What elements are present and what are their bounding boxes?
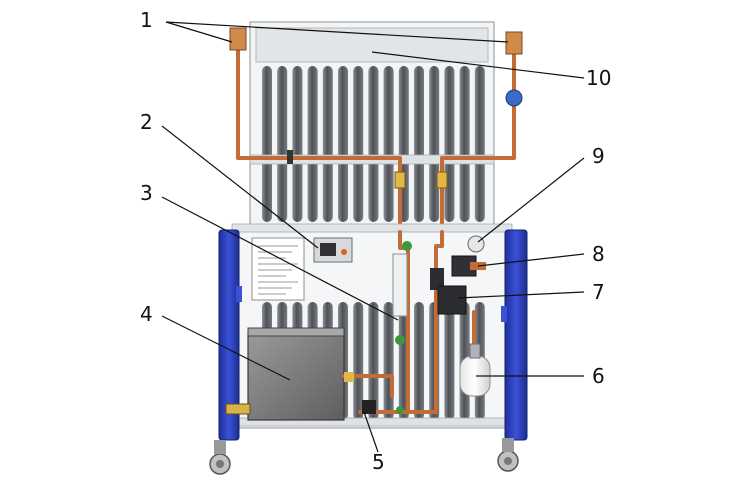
controller-led <box>341 249 347 255</box>
green-indicator-bottom <box>396 406 404 414</box>
leader-4 <box>161 315 291 381</box>
collector-tube <box>368 66 379 222</box>
leader-10 <box>371 51 585 79</box>
leader-9 <box>477 157 585 243</box>
leader-8 <box>477 253 585 267</box>
leader-lines <box>161 21 585 453</box>
right-blue-frame <box>504 229 528 441</box>
valve-left-top <box>229 27 247 51</box>
callout-7: 7 <box>592 280 605 304</box>
green-indicator-lower <box>395 335 405 345</box>
sensor-clip <box>287 150 293 164</box>
mixing-valve <box>344 372 354 382</box>
leader-7 <box>457 291 585 299</box>
heat-exchanger-block <box>225 327 345 421</box>
wheel-right-hub <box>504 457 512 465</box>
right-frame-bracket <box>501 306 507 322</box>
collector-tube <box>444 66 455 222</box>
valve-mid-right <box>436 171 448 189</box>
flow-meter <box>505 89 523 107</box>
cabinet-tube <box>383 302 394 420</box>
callout-2: 2 <box>140 110 153 134</box>
callout-3: 3 <box>140 181 153 205</box>
label-text-lines <box>258 245 298 295</box>
valve-right-top <box>505 31 523 55</box>
leader-1a <box>165 21 233 43</box>
cabinet-top-rail <box>231 223 513 233</box>
leader-2 <box>161 125 319 249</box>
flow-sight-glass <box>392 253 408 317</box>
collector-tube <box>383 66 394 222</box>
callout-9: 9 <box>592 144 605 168</box>
wheel-left-fork <box>214 440 226 454</box>
leader-1b <box>165 21 509 43</box>
heat-exchanger-lid <box>247 327 345 337</box>
wheel-left-hub <box>216 460 224 468</box>
caster-wheels <box>209 438 519 475</box>
collector-tubes <box>262 66 485 222</box>
heat-exchanger-body <box>247 333 345 421</box>
wheel-right-fork <box>502 438 514 452</box>
callout-6: 6 <box>592 364 605 388</box>
collector-tube <box>262 66 272 222</box>
callout-4: 4 <box>140 302 153 326</box>
cabinet-tube <box>444 302 455 420</box>
upper-valves <box>229 27 523 189</box>
circulation-pump <box>437 285 467 315</box>
collector-tube <box>292 66 303 222</box>
expansion-vessel-neck <box>469 343 481 359</box>
lower-valves-and-pump <box>344 235 486 414</box>
collector-tube <box>414 66 424 222</box>
collector-tube <box>459 66 470 222</box>
blue-side-frames <box>218 229 528 441</box>
valve-mid-left <box>394 171 406 189</box>
leader-3 <box>161 196 399 321</box>
controller-display <box>320 243 336 256</box>
cabinet-tube <box>353 302 364 420</box>
collector-tube <box>474 66 485 222</box>
collector-tube <box>277 66 288 222</box>
solar-collector <box>249 21 495 231</box>
collector-tube <box>353 66 364 222</box>
collector-tube <box>429 66 440 222</box>
left-frame-bracket <box>236 286 242 302</box>
collector-tube <box>338 66 348 222</box>
inlet-fitting <box>225 403 251 415</box>
callout-8: 8 <box>592 242 605 266</box>
cabinet-tube <box>368 302 379 420</box>
collector-tube <box>307 66 318 222</box>
cabinet-tube <box>414 302 424 420</box>
pump-upper-housing <box>430 268 444 290</box>
callout-10: 10 <box>586 66 612 90</box>
callout-1: 1 <box>140 8 153 32</box>
callout-5: 5 <box>372 450 385 474</box>
small-pump-motor <box>362 400 376 414</box>
left-blue-frame <box>218 229 240 441</box>
green-indicator <box>402 241 412 251</box>
leader-5 <box>363 411 379 453</box>
collector-tube <box>322 66 333 222</box>
collector-header-box <box>255 27 489 63</box>
